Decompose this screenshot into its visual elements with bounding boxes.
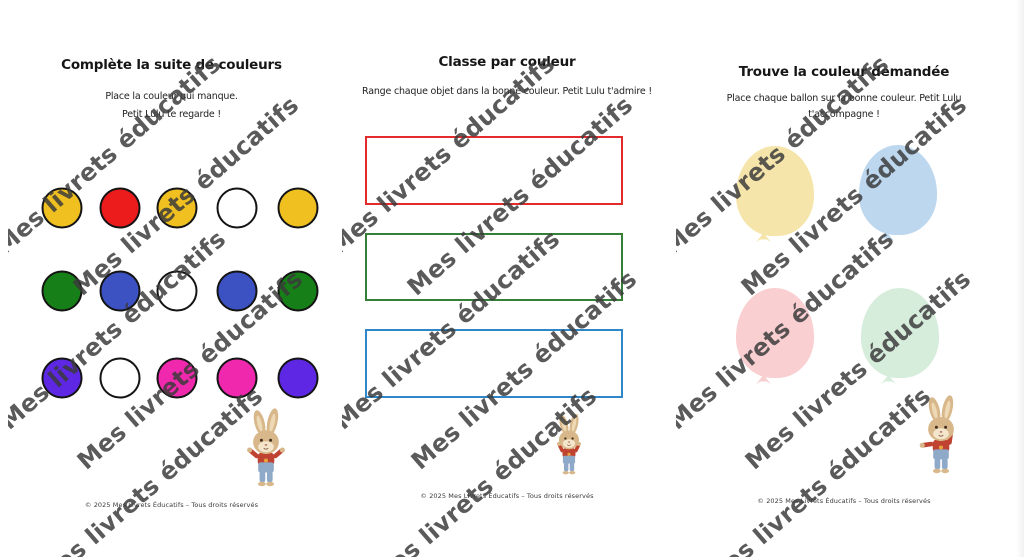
watermark-text: Mes livrets éducatifs xyxy=(31,381,269,557)
page-title: Classe par couleur xyxy=(438,54,576,70)
subtitle-line-1: Place la couleur qui manque. xyxy=(105,91,238,102)
page-complete-la-suite-de-couleurs: Complète la suite de couleurs Place la c… xyxy=(8,0,335,557)
scan-edge-shadow xyxy=(1016,0,1024,557)
subtitle-line-1: Range chaque objet dans la bonne couleur… xyxy=(362,86,652,97)
magenta-circle xyxy=(156,357,198,399)
subtitle-line-2: t'accompagne ! xyxy=(808,109,880,120)
yellow-circle xyxy=(41,187,83,229)
purple-circle xyxy=(41,357,83,399)
balloon-knot xyxy=(756,375,771,384)
balloon-knot xyxy=(879,232,894,241)
blue-circle xyxy=(216,270,258,312)
purple-circle xyxy=(277,357,319,399)
pink-balloon xyxy=(736,288,814,390)
subtitle-line-1: Place chaque ballon sur la bonne couleur… xyxy=(726,93,962,104)
red-sorting-box xyxy=(365,136,623,205)
red-circle xyxy=(99,187,141,229)
empty-circle xyxy=(99,357,141,399)
green-circle xyxy=(277,270,319,312)
rabbit-mascot-icon xyxy=(547,413,591,486)
yellow-circle xyxy=(277,187,319,229)
yellow-balloon xyxy=(736,146,814,248)
balloon-body xyxy=(859,145,937,235)
copyright-line: © 2025 Mes Livrets Éducatifs – Tous droi… xyxy=(420,492,594,500)
rabbit-mascot-icon xyxy=(243,408,289,502)
copyright-line: © 2025 Mes Livrets Éducatifs – Tous droi… xyxy=(84,501,259,509)
yellow-circle xyxy=(156,187,198,229)
rabbit-mascot-icon xyxy=(918,394,964,490)
page-title: Trouve la couleur demandée xyxy=(738,64,950,80)
magenta-circle xyxy=(216,357,258,399)
blue-circle xyxy=(99,270,141,312)
watermark-text: Mes livrets éducatifs xyxy=(8,224,232,436)
empty-circle xyxy=(156,270,198,312)
green-sorting-box xyxy=(365,233,623,301)
blue-balloon xyxy=(859,145,937,247)
balloon-knot xyxy=(756,233,771,242)
green-circle xyxy=(41,270,83,312)
page-trouve-la-couleur-demandee: Trouve la couleur demandée Place chaque … xyxy=(676,0,1012,557)
empty-circle xyxy=(216,187,258,229)
balloon-body xyxy=(861,288,939,378)
copyright-line: © 2025 Mes Livrets Éducatifs – Tous droi… xyxy=(757,497,931,505)
balloon-knot xyxy=(881,375,896,384)
page-title: Complète la suite de couleurs xyxy=(61,57,282,73)
watermark-text: Mes livrets éducatifs xyxy=(699,381,937,557)
blue-sorting-box xyxy=(365,329,623,398)
balloon-body xyxy=(736,146,814,236)
balloon-body xyxy=(736,288,814,378)
subtitle-line-2: Petit Lulu te regarde ! xyxy=(122,109,221,120)
page-classe-par-couleur: Classe par couleur Range chaque objet da… xyxy=(342,0,672,557)
watermark-text: Mes livrets éducatifs xyxy=(8,49,227,261)
green-balloon xyxy=(861,288,939,390)
